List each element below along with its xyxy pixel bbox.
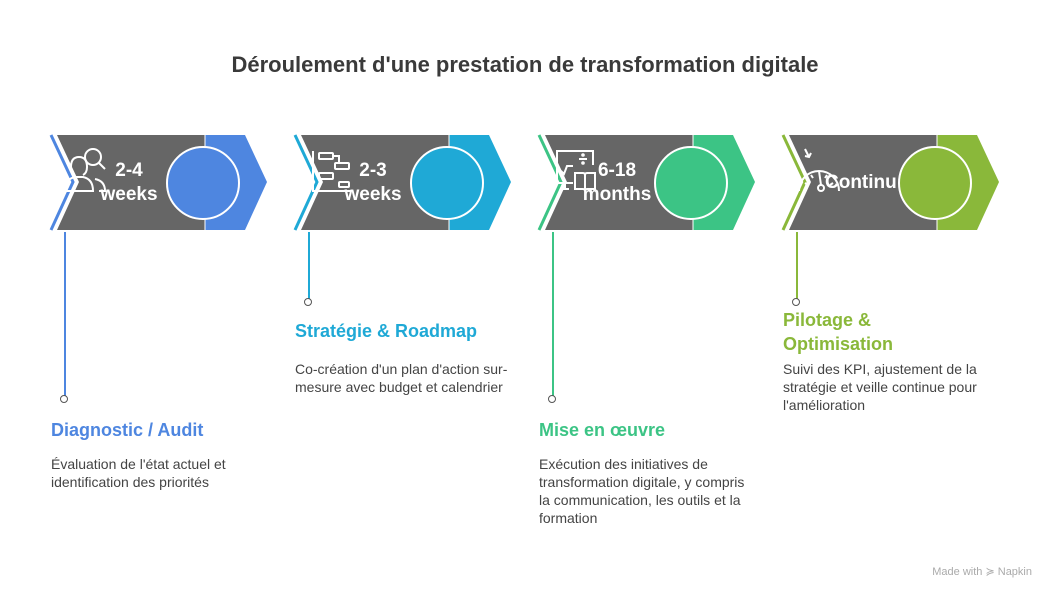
made-with-napkin[interactable]: Made with ≽ Napkin (932, 566, 1032, 578)
step-heading: Pilotage &Optimisation (783, 310, 894, 354)
connector-dot (548, 395, 556, 403)
step-heading: Mise en œuvre (539, 420, 666, 440)
napkin-logo-icon: ≽ (985, 566, 995, 578)
connector-line (796, 232, 798, 301)
connector-dot (792, 298, 800, 306)
training-icon (556, 150, 596, 192)
page-title: Déroulement d'une prestation de transfor… (231, 52, 819, 77)
step-4-chevron: Continu (781, 134, 1013, 235)
duration-label: Continu (825, 172, 897, 193)
connector-line (64, 232, 66, 398)
connector-dot (60, 395, 68, 403)
gauge-icon (798, 148, 840, 192)
gantt-chart-icon (312, 151, 351, 192)
step-heading: Stratégie & Roadmap (295, 321, 478, 341)
step-heading: Diagnostic / Audit (51, 420, 204, 440)
connector-dot (304, 298, 312, 306)
user-search-icon (63, 148, 107, 192)
connector-line (308, 232, 310, 301)
connector-line (552, 232, 554, 398)
step-description: Suivi des KPI, ajustement de la stratégi… (783, 361, 977, 413)
step-description: Co-création d'un plan d'action sur-mesur… (295, 361, 508, 395)
step-description: Exécution des initiatives de transformat… (539, 456, 745, 526)
step-description: Évaluation de l'état actuel et identific… (51, 456, 226, 490)
